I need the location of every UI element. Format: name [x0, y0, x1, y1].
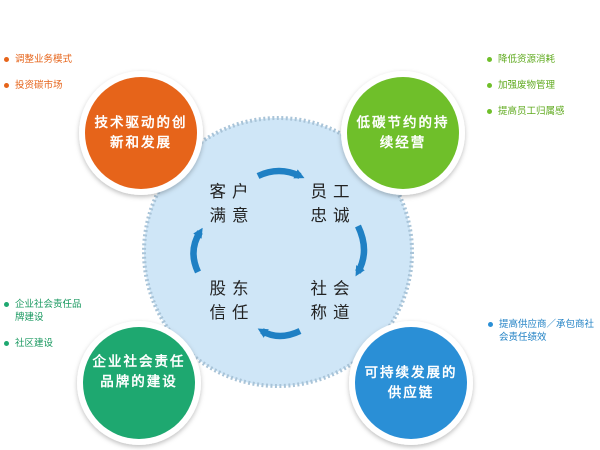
value-customer: 客户满意 [209, 182, 255, 225]
note-top-right-3: 提高员工归属感 [487, 105, 565, 118]
center-circle-dashed-border [142, 116, 414, 388]
bullet-dot [4, 302, 9, 307]
bullet-dot [488, 322, 493, 327]
note-text: 投资碳市场 [15, 80, 63, 91]
bullet-dot [487, 109, 492, 114]
arrow-left [190, 227, 203, 274]
value-society: 社会称道 [310, 279, 356, 322]
note-bottom-left-2: 社区建设 [4, 337, 53, 350]
note-top-left-2: 投资碳市场 [4, 79, 63, 92]
corner-circle-bottom-left [77, 321, 201, 445]
corner-circle-top-right [341, 71, 465, 195]
note-text: 提高员工归属感 [498, 106, 565, 117]
note-text: 提高供应商／承包商社会责任绩效 [499, 319, 595, 343]
corner-label-bottom-right: 可持续发展的供应链 [364, 365, 458, 401]
bullet-dot [4, 57, 9, 62]
note-text: 企业社会责任品牌建设 [15, 299, 82, 323]
arrow-right [355, 224, 368, 277]
arrow-bottom [257, 328, 302, 340]
note-text: 调整业务模式 [15, 54, 73, 65]
note-top-right-2: 加强废物管理 [487, 79, 555, 92]
arrow-top [256, 167, 305, 179]
note-bottom-right-1: 提高供应商／承包商社会责任绩效 [488, 318, 597, 344]
value-shareholder: 股东信任 [209, 279, 255, 322]
note-text: 社区建设 [15, 338, 54, 349]
cycle-arrows [190, 167, 368, 340]
corner-circle-bottom-right [349, 321, 473, 445]
bullet-dot [487, 57, 492, 62]
value-employee: 员工忠诚 [310, 182, 356, 225]
note-top-left-1: 调整业务模式 [4, 53, 72, 66]
note-bottom-left-1: 企业社会责任品牌建设 [4, 298, 85, 324]
corner-label-top-right: 低碳节约的持续经营 [356, 115, 450, 151]
note-top-right-1: 降低资源消耗 [487, 53, 555, 66]
corner-label-bottom-left: 企业社会责任品牌的建设 [92, 354, 186, 390]
corner-label-top-left: 技术驱动的创新和发展 [94, 115, 188, 151]
bullet-dot [4, 341, 9, 346]
bullet-dot [487, 83, 492, 88]
center-circle [144, 118, 412, 386]
bullet-dot [4, 83, 9, 88]
corner-circle-top-left [79, 71, 203, 195]
note-text: 加强废物管理 [498, 80, 556, 91]
note-text: 降低资源消耗 [498, 54, 556, 65]
